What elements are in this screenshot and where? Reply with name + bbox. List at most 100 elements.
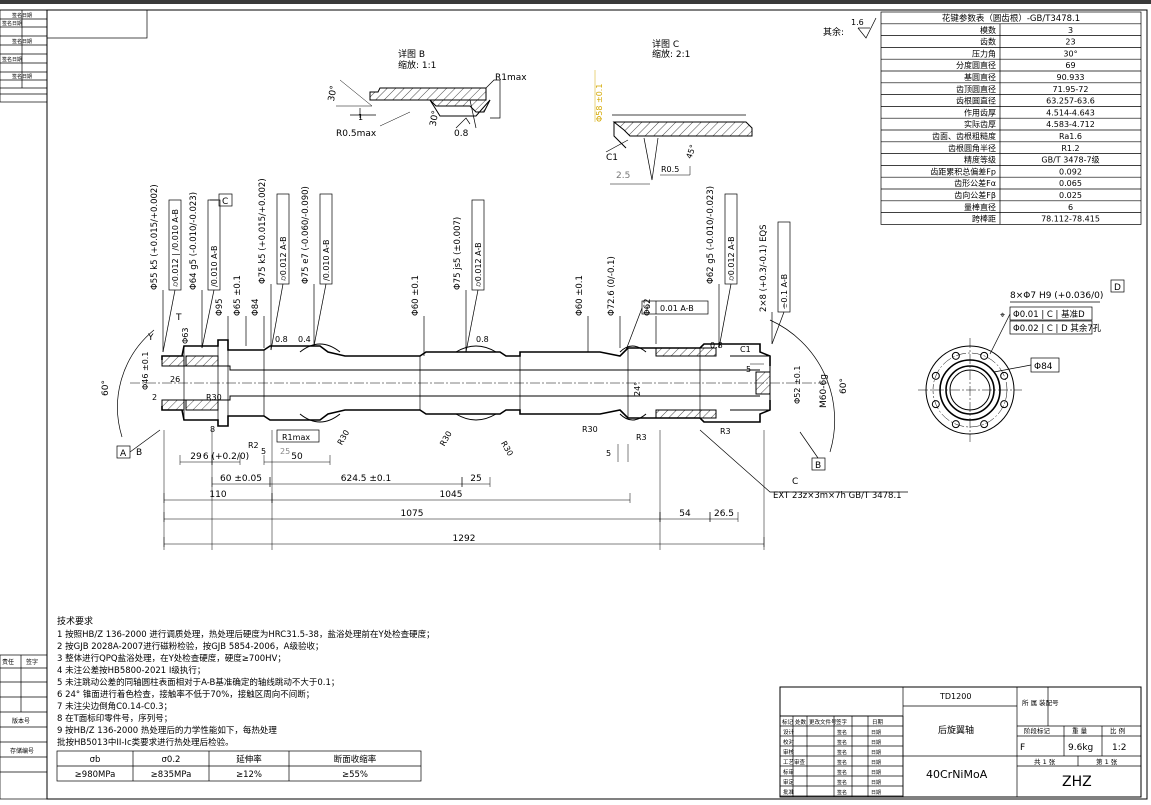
callout-tolerance-frame: ⌭0.012 | ∕0.010 A-B — [171, 209, 180, 287]
title-role: 批准 — [783, 788, 795, 796]
technical-requirements: 技术要求 1 按照HB/Z 136-2000 进行调质处理，热处理后硬度为HRC… — [57, 615, 435, 748]
spline-param-name: 分度圆直径 — [956, 60, 996, 70]
spline-param-name: 齿距累积总偏差Fp — [930, 166, 996, 176]
mech-header: 断面收缩率 — [334, 754, 377, 765]
title-role: 工艺审查 — [783, 758, 806, 766]
left-strip-label: 版本号 — [12, 717, 30, 725]
title-role: 审定 — [783, 778, 795, 786]
part-name: 后旋翼轴 — [938, 724, 974, 736]
radius-label: R3 — [720, 427, 731, 436]
title-role-sign: 签名 — [837, 759, 847, 766]
detail-b-label: R0.5max — [336, 129, 377, 139]
radius-label: R2 — [248, 441, 259, 450]
spline-param-name: 压力角 — [972, 48, 996, 58]
bolt-hole — [951, 420, 960, 429]
mech-value: ≥12% — [236, 770, 262, 780]
spline-param-name: 齿根圆直径 — [956, 96, 996, 106]
callout-dimension: Φ75 e7 (-0.060/-0.090) — [301, 186, 311, 284]
callout-tolerance-frame: ⌭0.012 A-B — [727, 236, 736, 281]
callout-tolerance-frame: ⌭0.012 A-B — [474, 242, 483, 287]
spline-param-name: 齿根圆角半径 — [948, 143, 996, 153]
tech-requirement-line: 批按HB5013中II-Ic类要求进行热处理后检验。 — [57, 737, 234, 748]
roughness-prefix: 其余: — [823, 26, 844, 38]
callout-dimension: Φ62 — [643, 298, 653, 316]
spline-param-name: 齿数 — [980, 37, 996, 47]
spline-param-value: Ra1.6 — [1059, 132, 1082, 141]
material: 40CrNiMoA — [926, 768, 988, 781]
revision-header: 签字 — [836, 718, 848, 726]
title-role-sign: 签名 — [837, 729, 847, 736]
datum-a-tag: A — [120, 449, 127, 459]
end-view-dia: Φ84 — [1034, 362, 1053, 372]
datum-d-tag: D — [1114, 283, 1121, 293]
title-role-date: 日期 — [871, 750, 881, 756]
spline-param-value: GB/T 3478-7级 — [1041, 155, 1099, 165]
spline-param-value: 23 — [1065, 38, 1075, 47]
left-strip-label: 签字 — [26, 658, 38, 666]
callout-dimension: Φ60 ±0.1 — [575, 275, 585, 316]
tech-requirement-line: 7 未注尖边倒角C0.14-C0.3； — [57, 701, 172, 712]
stage-value: F — [1020, 743, 1025, 753]
end-view: 8×Φ7 H9 (+0.036/0) D ⌖ Φ0.01 | C | 基准D Φ… — [918, 279, 1125, 442]
dia-63: Φ63 — [181, 328, 190, 344]
window-top-bar — [0, 0, 1151, 4]
radius-label: R30 — [336, 428, 352, 446]
left-strip-text: 签名日期 — [12, 38, 32, 45]
scale-label: 比 例 — [1110, 726, 1125, 735]
spline-param-value: 4.583-4.712 — [1046, 120, 1095, 129]
radius-label: R30 — [438, 430, 454, 448]
spline-param-value: 90.933 — [1057, 73, 1085, 82]
callout-dimension: Φ62 g5 (-0.010/-0.023) — [706, 186, 716, 284]
angle-left: 60° — [101, 380, 111, 396]
title-role-sign: 签名 — [837, 789, 847, 796]
spline-param-name: 量棒直径 — [964, 202, 996, 212]
thread-m60: M60-6g — [819, 374, 829, 408]
spline-param-value: 78.112-78.415 — [1041, 215, 1100, 224]
spline-param-value: 4.514-4.643 — [1046, 108, 1095, 117]
title-role: 审核 — [783, 748, 795, 756]
radius-label: R30 — [582, 425, 598, 434]
detail-b-label: R1max — [495, 73, 527, 83]
detail-c-scale: 缩放: 2:1 — [652, 48, 690, 60]
bolt-hole — [931, 400, 940, 409]
detail-c-label: Φ58 ±0.1 — [595, 84, 604, 122]
company-code: ZHZ — [1062, 774, 1092, 790]
position-tol-1: Φ0.01 | C | 基准D — [1013, 309, 1085, 320]
title-role-date: 日期 — [871, 760, 881, 766]
title-role-date: 日期 — [871, 780, 881, 786]
bolt-hole — [951, 351, 960, 360]
tech-requirement-line: 4 未注公差按HB5800-2021 I级执行； — [57, 665, 205, 676]
cone-angle: 24° — [633, 382, 642, 396]
mech-header: σ0.2 — [162, 755, 181, 765]
dimension-label: 624.5 ±0.1 — [341, 474, 391, 484]
spline-param-value: 71.95-72 — [1053, 85, 1089, 94]
spline-param-name: 基圆直径 — [964, 72, 996, 82]
title-role-sign: 签名 — [837, 769, 847, 776]
mech-value: ≥980MPa — [75, 770, 116, 780]
detail-b-title: 详图 B — [398, 48, 425, 60]
tech-requirement-line: 5 未注跳动公差的同轴圆柱表面相对于A-B基准确定的轴线跳动不大于0.1； — [57, 677, 339, 688]
dimension-label: 25 — [470, 474, 481, 484]
dim-label: 5 — [746, 365, 751, 374]
bolt-hole — [1000, 371, 1009, 380]
left-strip-label: 存储编号 — [10, 747, 34, 755]
y-mark: Y — [147, 333, 154, 343]
spline-param-name: 作用齿厚 — [964, 107, 996, 117]
roughness-label: 0.8 — [476, 335, 489, 344]
dimension-label: 1075 — [401, 509, 424, 519]
left-strip-text: 签名日期 — [2, 20, 22, 27]
bolt-hole — [1000, 400, 1009, 409]
spline-param-name: 齿形公差Fα — [954, 178, 996, 188]
spline-param-value: 0.065 — [1059, 179, 1082, 188]
detail-c-title: 详图 C — [652, 38, 679, 50]
bolt-hole — [980, 351, 989, 360]
title-role-date: 日期 — [871, 770, 881, 776]
left-strip-text: 签名日期 — [12, 12, 32, 19]
dim-label: 8 — [210, 425, 215, 434]
spline-param-name: 精度等级 — [964, 155, 996, 165]
dimension-label: 60 ±0.05 — [220, 474, 262, 484]
spline-param-value: 3 — [1068, 26, 1073, 35]
weight-label: 重 量 — [1072, 727, 1088, 735]
